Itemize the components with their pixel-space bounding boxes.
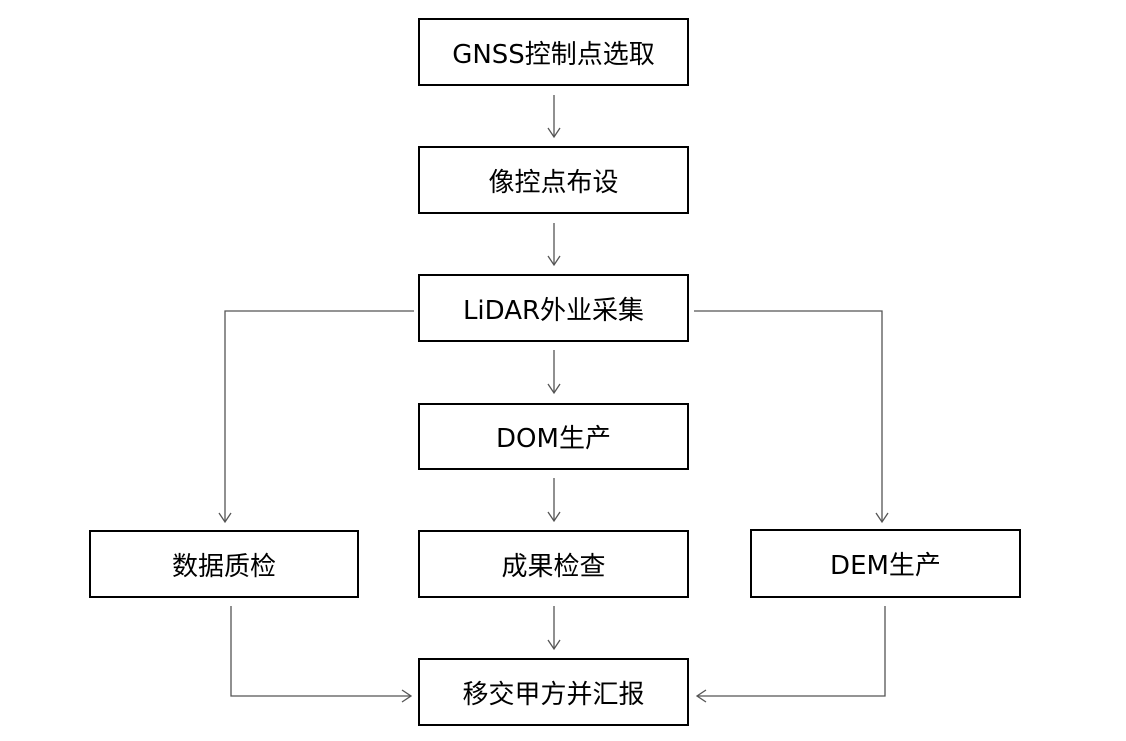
- arrow-lidar-to-dem: [694, 310, 889, 524]
- node-dom-production: DOM生产: [418, 403, 689, 470]
- arrow-check-to-handover: [547, 606, 561, 651]
- arrow-qc-to-handover: [230, 606, 413, 703]
- arrow-lidar-to-dom: [547, 350, 561, 395]
- arrow-gnss-to-gcp: [547, 95, 561, 139]
- node-data-quality-inspection: 数据质检: [89, 530, 359, 598]
- arrow-gcp-to-lidar: [547, 223, 561, 267]
- node-image-control-point-layout: 像控点布设: [418, 146, 689, 214]
- node-lidar-field-collection: LiDAR外业采集: [418, 274, 689, 342]
- arrow-dem-to-handover: [695, 606, 886, 703]
- node-dem-production: DEM生产: [750, 529, 1021, 598]
- node-gnss-control-point-selection: GNSS控制点选取: [418, 18, 689, 86]
- arrow-dom-to-check: [547, 478, 561, 523]
- node-handover-and-report: 移交甲方并汇报: [418, 658, 689, 726]
- node-result-check: 成果检查: [418, 530, 689, 598]
- arrow-lidar-to-qc: [218, 310, 414, 524]
